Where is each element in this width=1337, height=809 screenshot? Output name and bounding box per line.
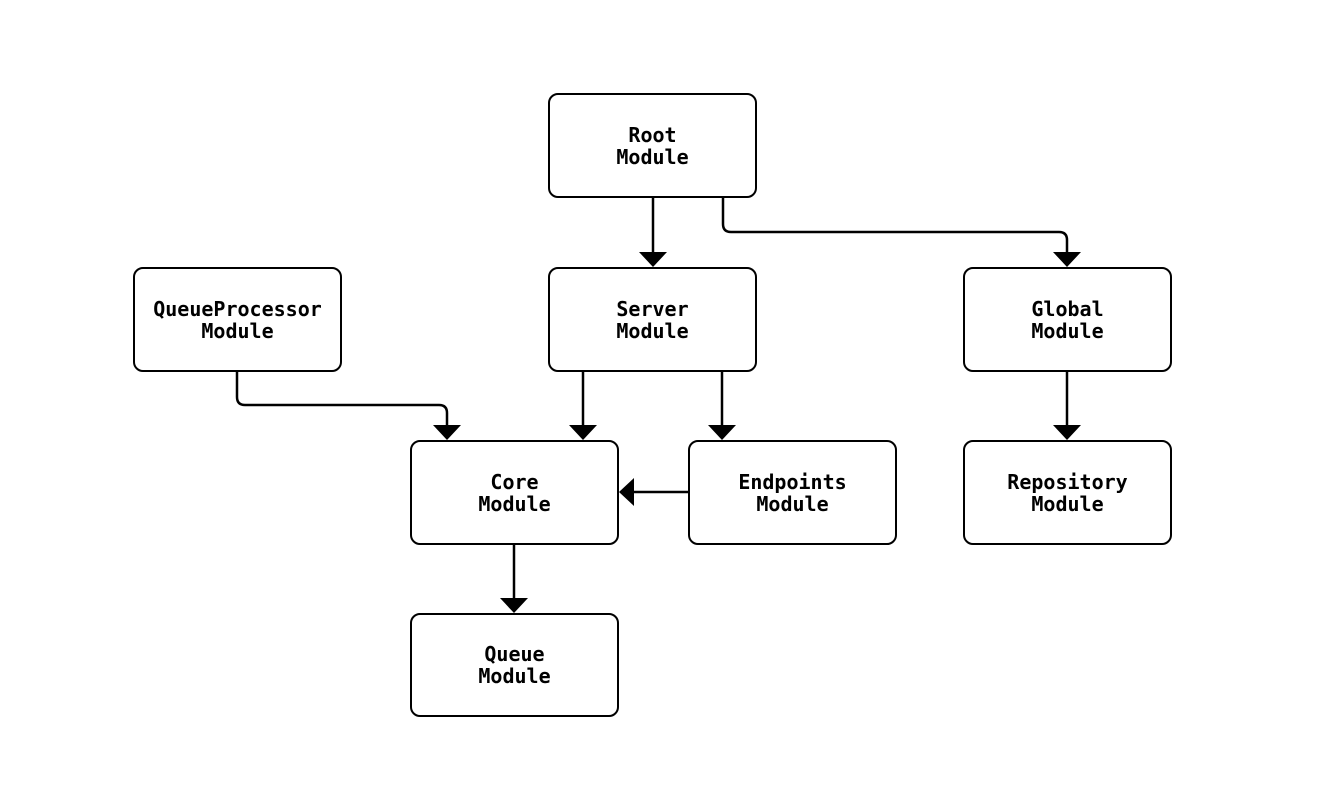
arrowhead-icon	[708, 425, 736, 440]
edge-server-to-core	[569, 372, 597, 440]
node-queue-module: Queue Module	[410, 613, 619, 717]
node-queueprocessor-module: QueueProcessor Module	[133, 267, 342, 372]
node-global-module: Global Module	[963, 267, 1172, 372]
arrowhead-icon	[433, 425, 461, 440]
edge-core-to-queue	[500, 545, 528, 613]
node-server-module: Server Module	[548, 267, 757, 372]
arrowhead-icon	[500, 598, 528, 613]
edge-queueprocessor-to-core	[235, 372, 461, 440]
edge-root-to-global	[721, 198, 1081, 267]
node-label-global: Global Module	[1031, 296, 1104, 343]
arrowhead-icon	[1053, 252, 1081, 267]
node-label-server: Server Module	[616, 296, 689, 343]
edge-line	[721, 198, 1069, 255]
arrowhead-icon	[639, 252, 667, 267]
node-endpoints-module: Endpoints Module	[688, 440, 897, 545]
node-label-repository: Repository Module	[1007, 469, 1128, 516]
edge-global-to-repository	[1053, 372, 1081, 440]
node-repository-module: Repository Module	[963, 440, 1172, 545]
node-core-module: Core Module	[410, 440, 619, 545]
node-root-module: Root Module	[548, 93, 757, 198]
node-label-queue: Queue Module	[478, 642, 551, 688]
edge-server-to-endpoints	[708, 372, 736, 440]
arrowhead-icon	[569, 425, 597, 440]
edge-line	[235, 372, 449, 428]
arrowhead-icon	[619, 478, 634, 506]
node-label-root: Root Module	[616, 122, 689, 169]
edge-root-to-server	[639, 198, 667, 267]
node-label-queueprocessor: QueueProcessor Module	[153, 296, 322, 343]
node-label-endpoints: Endpoints Module	[738, 469, 847, 516]
arrowhead-icon	[1053, 425, 1081, 440]
edge-endpoints-to-core	[619, 478, 688, 506]
node-label-core: Core Module	[478, 469, 551, 516]
